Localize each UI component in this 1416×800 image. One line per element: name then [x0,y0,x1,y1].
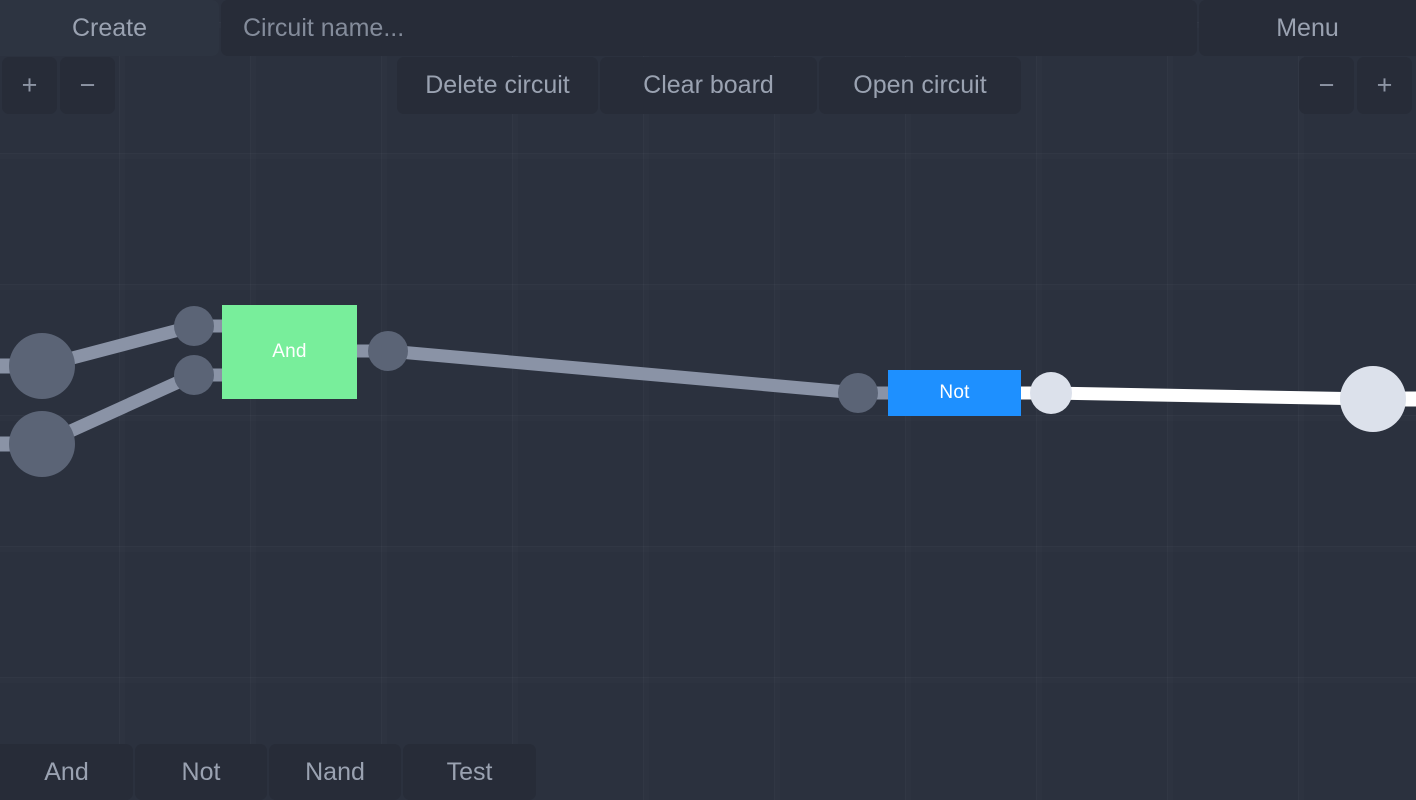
zoom-in-left-button[interactable]: + [2,57,57,114]
palette-item-and[interactable]: And [0,744,133,800]
secondary-toolbar: + − Delete circuit Clear board Open circ… [0,57,1416,114]
palette-item-test[interactable]: Test [403,744,536,800]
menu-button[interactable]: Menu [1199,0,1416,56]
wire[interactable] [1050,386,1374,406]
circuit-port[interactable] [1340,366,1406,432]
zoom-out-left-button[interactable]: − [60,57,115,114]
circuit-port[interactable] [838,373,878,413]
wire[interactable] [387,344,859,400]
gate-and1[interactable]: And [222,305,357,399]
palette-item-not[interactable]: Not [135,744,267,800]
circuit-port[interactable] [9,411,75,477]
top-toolbar: Create Menu [0,0,1416,56]
palette-item-nand[interactable]: Nand [269,744,401,800]
circuit-name-input[interactable] [221,0,1197,56]
create-button[interactable]: Create [0,0,219,56]
clear-board-button[interactable]: Clear board [600,57,817,114]
zoom-out-right-button[interactable]: − [1299,57,1354,114]
zoom-in-right-button[interactable]: + [1357,57,1412,114]
open-circuit-button[interactable]: Open circuit [819,57,1021,114]
gate-not1[interactable]: Not [888,370,1021,416]
gate-palette: And Not Nand Test [0,744,1416,800]
circuit-port[interactable] [368,331,408,371]
circuit-port[interactable] [9,333,75,399]
circuit-port[interactable] [1030,372,1072,414]
circuit-port[interactable] [174,306,214,346]
delete-circuit-button[interactable]: Delete circuit [397,57,598,114]
circuit-port[interactable] [174,355,214,395]
